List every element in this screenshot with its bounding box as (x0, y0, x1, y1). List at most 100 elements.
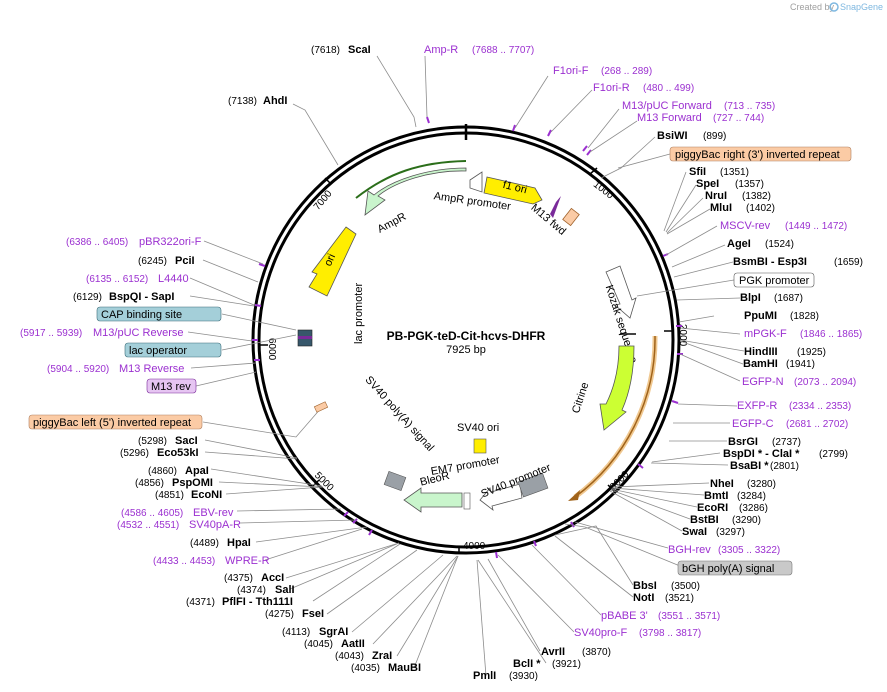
site-pos-noti: (3521) (665, 593, 694, 604)
site-name-nrui: NruI (705, 190, 727, 202)
site-name-hpai: HpaI (227, 537, 251, 549)
site-name-pflfi: PflFI - Tth111I (222, 596, 293, 608)
site-pos-ecori: (3286) (739, 503, 768, 514)
m13-fwd-marker (562, 207, 580, 227)
site-name-agei: AgeI (727, 238, 751, 250)
site-name-hindiii: HindIII (744, 346, 778, 358)
site-pos-bsmbi: (1659) (834, 257, 863, 268)
site-pos-egfp-n: (2073 .. 2094) (794, 377, 856, 388)
site-name-cap-binding: CAP binding site (101, 309, 182, 321)
site-name-apai: ApaI (185, 465, 209, 477)
site-pos-bstbi: (3290) (732, 515, 761, 526)
site-pos-agei: (1524) (765, 239, 794, 250)
site-pos-swai: (3297) (716, 527, 745, 538)
site-name-swai: SwaI (682, 526, 707, 538)
pgk-promoter-box (733, 272, 815, 288)
site-pos-bsiwi: (899) (703, 131, 726, 142)
tick-label-7000: 7000 (312, 188, 335, 212)
site-name-mlui: MluI (710, 202, 732, 214)
site-name-sgrai: SgrAI (319, 626, 348, 638)
site-pos-scai: (7618) (311, 45, 340, 56)
site-name-f1ori-r: F1ori-R (593, 82, 630, 94)
site-name-mscv-rev: MSCV-rev (720, 220, 771, 232)
site-name-saci: SacI (175, 435, 198, 447)
site-name-amp-r: Amp-R (424, 44, 458, 56)
site-pos-fsei: (4275) (265, 609, 294, 620)
tick-label-2000: 2000 (677, 324, 688, 347)
citrine-arrow (599, 345, 635, 431)
site-name-egfp-n: EGFP-N (742, 376, 784, 388)
site-name-m13-rev: M13 rev (151, 381, 191, 393)
site-name-wpre-r: WPRE-R (225, 555, 270, 567)
site-pos-pspomi: (4856) (135, 478, 164, 489)
site-pos-pbabe-3: (3551 .. 3571) (658, 611, 720, 622)
site-pos-f1ori-f: (268 .. 289) (601, 66, 652, 77)
feature-label-ampr: AmpR (376, 211, 409, 236)
site-name-sali: SalI (275, 584, 295, 596)
site-name-bbsi: BbsI (633, 580, 657, 592)
site-name-pcii: PciI (175, 255, 195, 267)
em7-promoter-marker (463, 492, 471, 510)
site-pos-m13-puc-forward: (713 .. 735) (724, 101, 775, 112)
site-name-ppumi: PpuMI (744, 310, 777, 322)
site-pos-ahdi: (7138) (228, 96, 257, 107)
site-pos-wpre-r: (4433 .. 4453) (153, 556, 215, 567)
ampr-orf-line (355, 160, 467, 199)
site-name-l4440: L4440 (158, 273, 189, 285)
site-name-piggybac-right: piggyBac right (3') inverted repeat (675, 149, 840, 161)
site-pos-bcli: (3921) (552, 659, 581, 670)
feature-label-sv40-ori: SV40 ori (457, 422, 499, 434)
site-pos-econi: (4851) (155, 490, 184, 501)
site-name-nhei: NheI (710, 478, 734, 490)
feature-label-ori: ori (322, 252, 338, 268)
site-name-bsmbi: BsmBI - Esp3I (733, 256, 807, 268)
site-name-lac-operator: lac operator (129, 345, 187, 357)
site-pos-pflfi: (4371) (186, 597, 215, 608)
site-name-bcli: BclI * (513, 658, 541, 670)
sv40-promoter-block (517, 472, 549, 498)
site-pos-spei: (1357) (735, 179, 764, 190)
site-pos-acci: (4375) (224, 573, 253, 584)
site-name-bgh-polya: bGH poly(A) signal (682, 563, 774, 575)
site-pos-sv40pro-f: (3798 .. 3817) (639, 628, 701, 639)
site-pos-hpai: (4489) (190, 538, 219, 549)
snapgene-logo-icon (829, 2, 839, 12)
site-name-ecori: EcoRI (697, 502, 728, 514)
site-name-avrii: AvrII (541, 646, 565, 658)
site-name-eco53ki: Eco53kI (157, 447, 199, 459)
bleor-arrow (403, 487, 463, 513)
site-name-scai: ScaI (348, 44, 371, 56)
citrine-orf-line (574, 335, 656, 498)
feature-label-sv40-polya: SV40 poly(A) signal (362, 374, 436, 454)
site-pos-mlui: (1402) (746, 203, 775, 214)
site-pos-hindiii: (1925) (797, 347, 826, 358)
site-name-bsabi: BsaBI * (730, 460, 769, 472)
site-name-maubi: MauBI (388, 662, 421, 674)
site-name-bsiwi: BsiWI (657, 130, 688, 142)
bgh-polya-box (677, 560, 793, 576)
site-name-fsei: FseI (302, 608, 324, 620)
site-name-bmti: BmtI (704, 490, 728, 502)
cap-binding-box (96, 306, 222, 322)
site-pos-pmli: (3930) (509, 671, 538, 682)
site-pos-bamhi: (1941) (786, 359, 815, 370)
site-name-pgk-promoter: PGK promoter (739, 275, 810, 287)
piggybac-left-marker (313, 401, 329, 413)
site-pos-l4440: (6135 .. 6152) (86, 274, 148, 285)
primer-markers (252, 116, 683, 559)
site-pos-sfii: (1351) (720, 167, 749, 178)
site-pos-exfp-r: (2334 .. 2353) (789, 401, 851, 412)
site-name-m13-forward: M13 Forward (637, 112, 702, 124)
feature-label-bleor: BleoR (419, 470, 451, 489)
ampr-promoter-arrow (469, 171, 483, 193)
site-pos-amp-r: (7688 .. 7707) (472, 45, 534, 56)
site-name-bspqi: BspQI - SapI (109, 291, 174, 303)
sv40-ori-marker (473, 438, 487, 454)
site-name-m13-puc-forward: M13/pUC Forward (622, 100, 712, 112)
plasmid-length: 7925 bp (446, 344, 486, 356)
citrine-orf-arrowhead (568, 490, 580, 501)
pgk-promoter-arrow (605, 265, 637, 319)
site-pos-ppumi: (1828) (790, 311, 819, 322)
site-pos-m13-forward: (727 .. 744) (713, 113, 764, 124)
feature-label-citrine: Citrine (570, 381, 591, 415)
